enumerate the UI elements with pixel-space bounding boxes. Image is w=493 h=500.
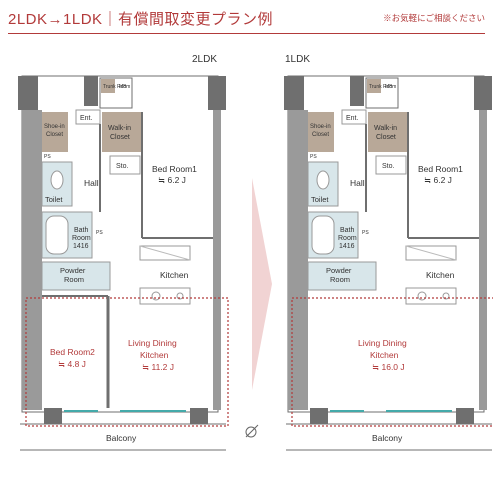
- shoe-closet-label-2: Closet: [312, 132, 329, 138]
- header: 2LDK→1LDK｜有償間取変更プラン例 ※お気軽にご相談ください: [8, 8, 485, 30]
- walkin-closet-label-1: Walk-in: [374, 125, 397, 132]
- storage-label: Sto.: [382, 163, 395, 170]
- ldk-label-2: Kitchen: [370, 350, 399, 360]
- bedroom2-size: ≒ 4.8 J: [58, 359, 86, 369]
- mb-label: MB: [119, 84, 127, 90]
- trunk-room-label: Trunk Room: [369, 84, 396, 90]
- storage-label: Sto.: [116, 163, 129, 170]
- ps-label-1: PS: [310, 154, 317, 160]
- powder-label-1: Powder: [326, 266, 352, 275]
- shoe-closet-label-1: Shoe-in: [44, 124, 65, 130]
- compass-icon: [245, 424, 259, 438]
- left-plan-label: 2LDK: [192, 54, 218, 65]
- walkin-closet-label-1: Walk-in: [108, 125, 131, 132]
- bath-label-2: Room: [338, 235, 357, 242]
- hall-label: Hall: [350, 178, 365, 188]
- powder-label-2: Room: [330, 275, 350, 284]
- trunk-room-label: Trunk Room: [103, 84, 130, 90]
- walkin-closet-label-2: Closet: [110, 134, 130, 141]
- bedroom2-label: Bed Room2: [50, 347, 95, 357]
- change-arrow: [252, 178, 272, 390]
- toilet-label: Toilet: [45, 195, 63, 204]
- ps-label-1: PS: [44, 154, 51, 160]
- kitchen-label: Kitchen: [160, 270, 189, 280]
- kitchen-label: Kitchen: [426, 270, 455, 280]
- ps-label-2: PS: [96, 230, 103, 236]
- bath-label-3: 1416: [73, 243, 89, 250]
- shoe-closet-label-1: Shoe-in: [310, 124, 331, 130]
- right-plan-label: 1LDK: [285, 54, 311, 65]
- ldk-size: ≒ 11.2 J: [142, 362, 174, 372]
- bedroom1-label: Bed Room1: [418, 164, 463, 174]
- bedroom1-label: Bed Room1: [152, 164, 197, 174]
- mb-label: MB: [385, 84, 393, 90]
- ldk-label-1: Living Dining: [358, 338, 407, 348]
- ldk-size: ≒ 16.0 J: [372, 362, 405, 372]
- bath-label-2: Room: [72, 235, 91, 242]
- bedroom1-size: ≒ 6.2 J: [424, 175, 452, 185]
- powder-label-2: Room: [64, 275, 84, 284]
- bedroom1-size: ≒ 6.2 J: [158, 175, 186, 185]
- balcony-label: Balcony: [106, 433, 137, 443]
- shoe-closet-label-2: Closet: [46, 132, 63, 138]
- ldk-label-1: Living Dining: [128, 338, 177, 348]
- bath-label-3: 1416: [339, 243, 355, 250]
- walkin-closet-label-2: Closet: [376, 134, 396, 141]
- ps-label-2: PS: [362, 230, 369, 236]
- header-rule: [8, 33, 485, 34]
- right-plan: Trunk Room MB Ent. Shoe-in Closet Walk-i…: [283, 75, 493, 451]
- balcony-label: Balcony: [372, 433, 403, 443]
- page-title: 2LDK→1LDK｜有償間取変更プラン例: [8, 11, 274, 28]
- ldk-label-2: Kitchen: [140, 350, 169, 360]
- consult-note: ※お気軽にご相談ください: [383, 13, 485, 23]
- bath-label-1: Bath: [340, 227, 355, 234]
- left-plan: Trunk Room MB Ent. Shoe-in Closet Walk-i…: [17, 75, 229, 451]
- hall-label: Hall: [84, 178, 99, 188]
- powder-label-1: Powder: [60, 266, 86, 275]
- entry-label: Ent.: [80, 115, 93, 122]
- bath-label-1: Bath: [74, 227, 89, 234]
- entry-label: Ent.: [346, 115, 359, 122]
- toilet-label: Toilet: [311, 195, 329, 204]
